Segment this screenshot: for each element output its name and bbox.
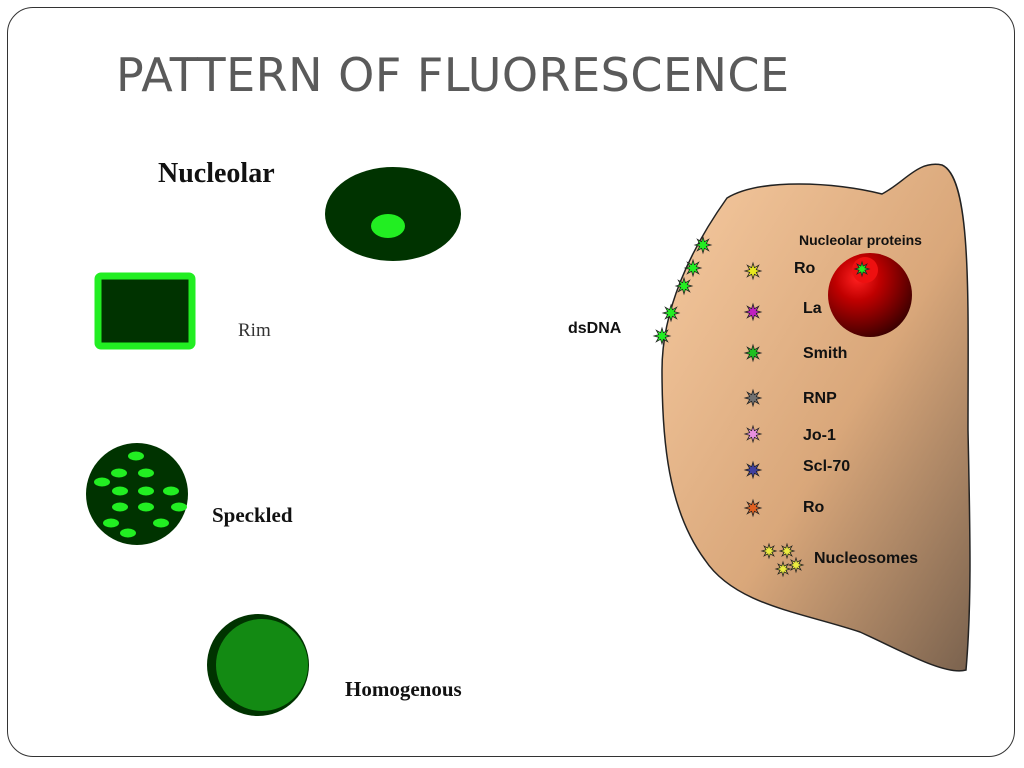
dsdna-marker-icon: [661, 303, 681, 323]
nucleosomes-label: Nucleosomes: [814, 550, 918, 567]
antigen-marker-icon: [743, 460, 763, 480]
antigen-markers: [652, 235, 871, 578]
ro-nucleolar-label: Ro: [794, 260, 816, 277]
ro-marker-icon: [743, 261, 763, 281]
homogenous-label: Homogenous: [345, 677, 462, 701]
speckles: [94, 451, 187, 538]
homogenous-inner: [216, 619, 308, 711]
rnp-label: RNP: [803, 390, 837, 407]
la-label: La: [803, 300, 822, 317]
dsdna-marker-icon: [652, 326, 672, 346]
speckled-pattern: [86, 443, 188, 545]
nucleosome-marker-icon: [760, 542, 778, 560]
rim-label: Rim: [238, 320, 271, 341]
nucleolar-protein-marker-icon: [853, 260, 871, 278]
antigen-marker-icon: [743, 302, 763, 322]
slide-title: PATTERN OF FLUORESCENCE: [116, 48, 790, 102]
slide-frame: [7, 7, 1015, 757]
rim-pattern: [94, 272, 196, 350]
nucleolus: [828, 253, 912, 337]
dsdna-marker-icon: [683, 258, 703, 278]
dsdna-marker-icon: [674, 276, 694, 296]
nucleolar-nucleus: [325, 167, 461, 261]
smith-label: Smith: [803, 345, 847, 362]
nucleosome-marker-icon: [778, 542, 796, 560]
nucleosome-marker-icon: [774, 560, 792, 578]
dsdna-marker-icon: [693, 235, 713, 255]
homogenous-pattern: [207, 614, 309, 716]
speckled-label: Speckled: [212, 503, 293, 527]
nucleolar-pattern: [325, 167, 461, 261]
antigen-marker-icon: [743, 424, 763, 444]
ro-label: Ro: [803, 499, 825, 516]
nucleolar-proteins-label: Nucleolar proteins: [799, 232, 922, 248]
antigen-marker-icon: [743, 388, 763, 408]
antigen-marker-icon: [743, 498, 763, 518]
scl70-label: Scl-70: [803, 458, 850, 475]
antigen-marker-icon: [743, 343, 763, 363]
nucleolar-spot: [371, 214, 405, 238]
nucleosome-marker-icon: [787, 556, 805, 574]
jo1-label: Jo-1: [803, 427, 836, 444]
nucleolar-label: Nucleolar: [158, 158, 275, 189]
rim-square: [94, 272, 196, 350]
dsdna-label: dsDNA: [568, 320, 622, 337]
